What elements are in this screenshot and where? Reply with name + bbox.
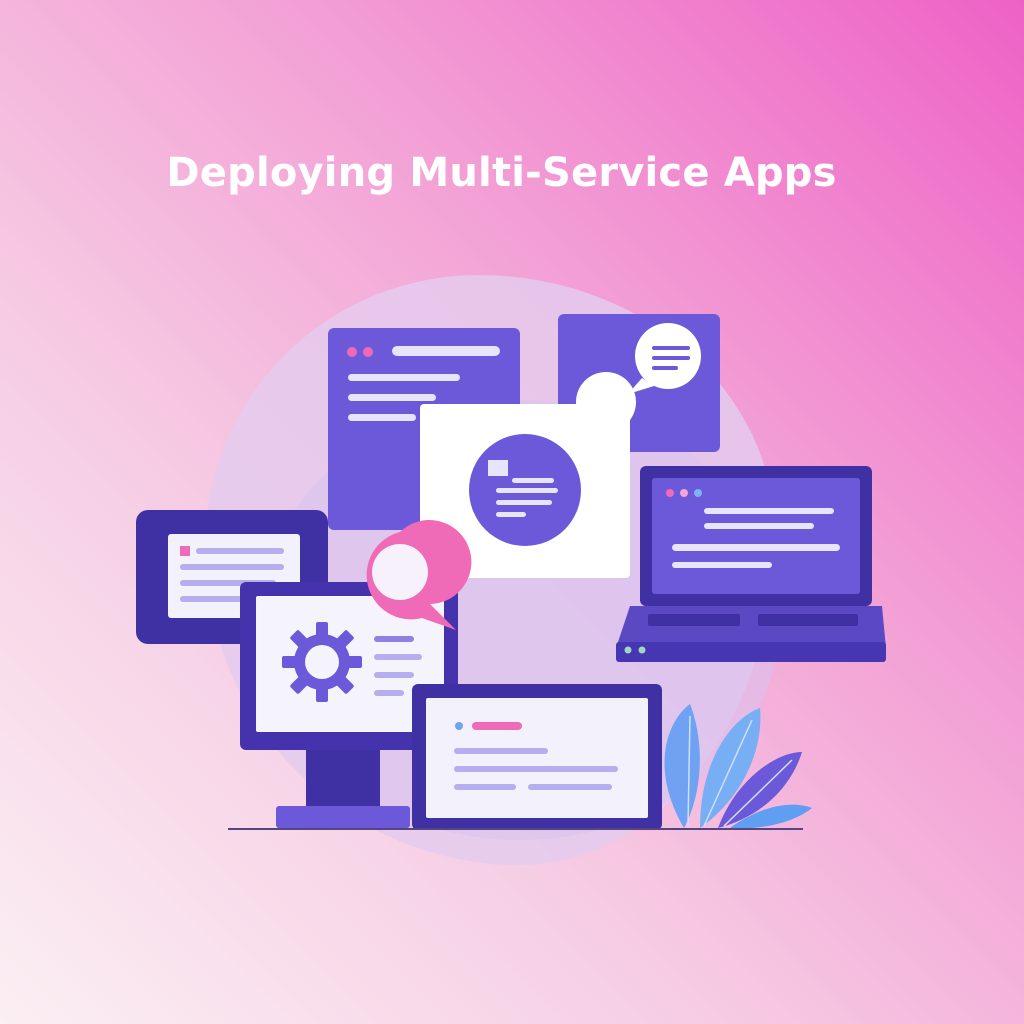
plant-leaves-icon [664, 704, 812, 829]
notification-bubble-icon [366, 520, 472, 630]
document-card-icon [420, 404, 630, 578]
ground-line [228, 828, 803, 830]
dashboard-tablet-icon [412, 684, 662, 830]
gear-icon [282, 622, 362, 702]
laptop-icon [616, 466, 886, 662]
page-title: Deploying Multi-Service Apps [166, 150, 837, 196]
